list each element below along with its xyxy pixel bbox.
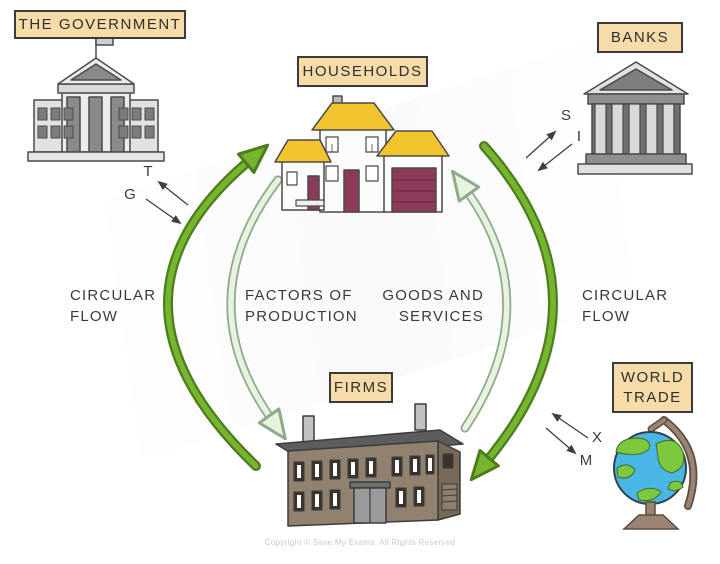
- investment-arrow: [537, 143, 573, 172]
- circular-flow-right-label: CIRCULAR FLOW: [582, 287, 669, 325]
- circular-flow-money-left-arrow: [163, 143, 270, 471]
- government-label: THE GOVERNMENT: [14, 10, 186, 39]
- government-spending-arrow: [145, 198, 182, 225]
- exports-arrow: [551, 412, 589, 439]
- banks-label-text: BANKS: [610, 28, 670, 46]
- firms-label-text: FIRMS: [333, 378, 389, 396]
- taxes-arrow: [157, 180, 189, 206]
- banks-label: BANKS: [597, 22, 683, 53]
- households-label: HOUSEHOLDS: [297, 56, 428, 87]
- saving-letter: S: [560, 107, 571, 124]
- saving-arrow: [525, 130, 557, 159]
- factors-of-production-label: FACTORS OF PRODUCTION: [245, 287, 358, 325]
- investment-letter: I: [576, 128, 582, 145]
- goods-and-services-label: GOODS AND SERVICES: [382, 287, 484, 325]
- government-spending-letter: G: [124, 186, 136, 203]
- government-label-text: THE GOVERNMENT: [18, 15, 182, 33]
- copyright-text: Copyright © Save My Exams. All Rights Re…: [264, 538, 456, 547]
- imports-arrow: [545, 427, 577, 455]
- taxes-letter: T: [143, 163, 153, 180]
- government-building-icon: [27, 33, 165, 162]
- world-trade-label: WORLD TRADE: [612, 362, 693, 413]
- house-icon: [274, 95, 450, 213]
- circular-flow-money-right-arrow: [469, 141, 558, 482]
- bank-building-icon: [577, 61, 693, 175]
- world-trade-label-text: WORLD TRADE: [620, 369, 685, 406]
- goods-and-services-arrow: [451, 169, 512, 433]
- factors-of-production-arrow: [226, 175, 287, 441]
- factory-icon: [275, 403, 464, 527]
- households-label-text: HOUSEHOLDS: [302, 62, 423, 80]
- firms-label: FIRMS: [329, 372, 393, 403]
- circular-flow-left-label: CIRCULAR FLOW: [70, 287, 157, 325]
- globe-icon: [613, 416, 698, 530]
- imports-letter: M: [579, 452, 593, 469]
- exports-letter: X: [591, 429, 602, 446]
